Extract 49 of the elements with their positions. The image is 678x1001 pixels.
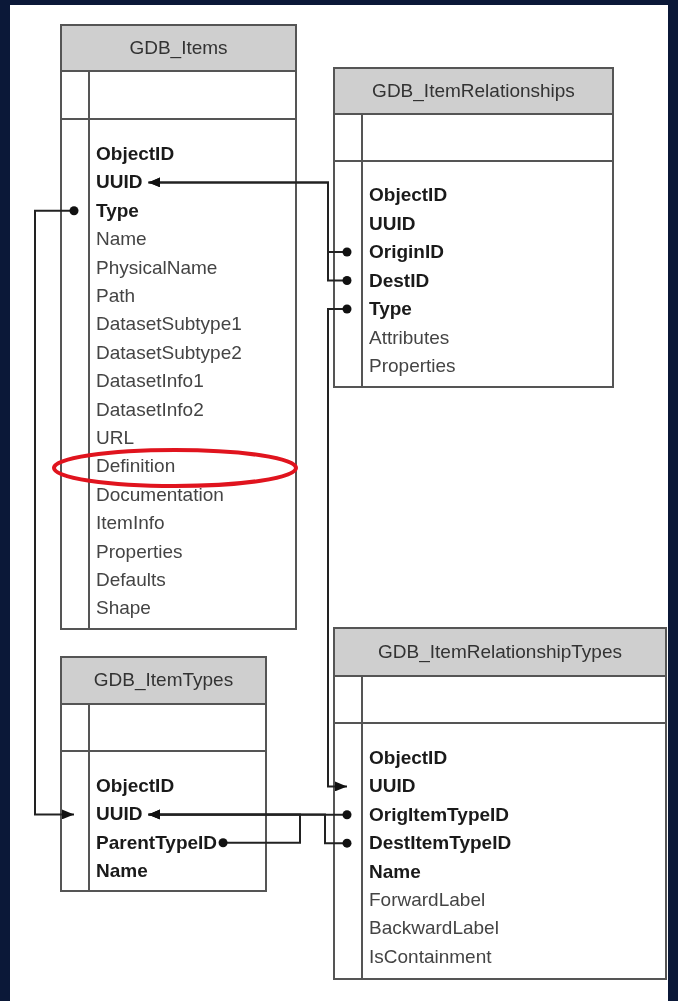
key-field: DestID	[347, 269, 436, 292]
field-name: Properties	[347, 355, 462, 377]
relationship-connector	[147, 177, 352, 285]
relationship-connector	[147, 809, 301, 848]
key-field: Type	[347, 298, 418, 320]
field-name: Attributes	[347, 326, 456, 349]
field-name: BackwardLabel	[347, 917, 505, 940]
field-name: Shape	[74, 597, 157, 620]
field-name: DatasetInfo1	[74, 370, 210, 393]
key-field: Name	[74, 860, 154, 883]
key-field: UUID	[347, 212, 422, 235]
key-field: ObjectID	[74, 775, 181, 797]
field-name: DatasetSubtype2	[74, 341, 248, 364]
field-name: ForwardLabel	[347, 889, 492, 911]
table-header: GDB_Items	[62, 26, 295, 72]
field-name: Path	[74, 285, 142, 307]
table-header: GDB_ItemRelationshipTypes	[335, 629, 665, 677]
key-field: ParentTypeID	[74, 831, 224, 854]
field-name: Definition	[74, 455, 182, 478]
key-field: ObjectID	[74, 143, 181, 165]
field-name: Defaults	[74, 569, 172, 591]
key-field: UUID	[74, 171, 149, 194]
field-name: URL	[74, 427, 140, 449]
field-name: Name	[74, 228, 153, 251]
table-box	[60, 656, 267, 892]
table-box	[333, 627, 667, 980]
table-header: GDB_ItemTypes	[62, 658, 265, 705]
field-name: DatasetInfo2	[74, 398, 210, 421]
key-field: ObjectID	[347, 747, 454, 769]
field-name: IsContainment	[347, 945, 498, 968]
key-field: DestItemTypeID	[347, 832, 518, 855]
table-header: GDB_ItemRelationships	[335, 69, 612, 115]
key-field: Type	[74, 199, 145, 222]
relationship-connector	[327, 304, 352, 792]
table-box	[60, 24, 297, 630]
key-field: Name	[347, 860, 427, 883]
key-field: OrigItemTypeID	[347, 803, 516, 826]
field-name: Properties	[74, 540, 189, 563]
key-field: UUID	[74, 803, 149, 826]
field-name: DatasetSubtype1	[74, 313, 248, 336]
key-field: UUID	[347, 775, 422, 798]
key-field: OriginID	[347, 241, 450, 263]
key-field: ObjectID	[347, 184, 454, 206]
relationship-connector	[34, 206, 79, 820]
field-name: PhysicalName	[74, 256, 224, 279]
table-box	[333, 67, 614, 388]
field-name: Documentation	[74, 483, 230, 506]
field-name: ItemInfo	[74, 512, 171, 535]
relationship-connector	[147, 809, 352, 820]
